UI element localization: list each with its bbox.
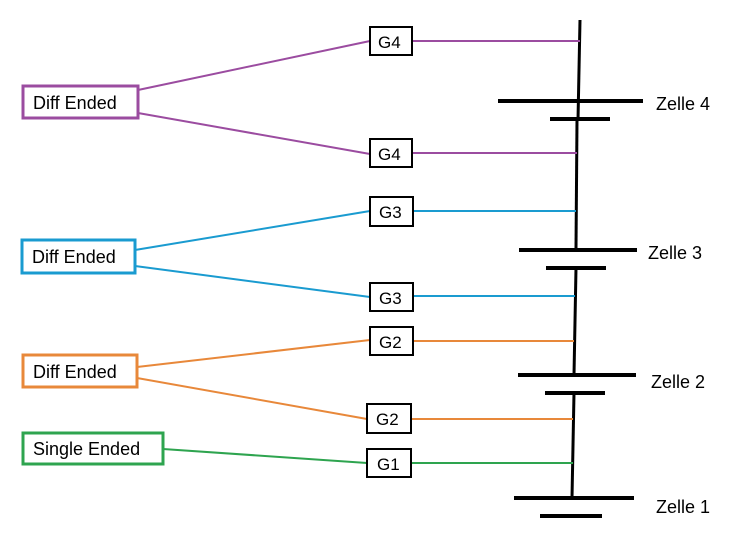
diff-ended-label-purple: Diff Ended [33, 93, 117, 113]
group-purple: Diff Ended G4 G4 [21, 26, 580, 168]
connector-g4-lower-box [369, 138, 413, 168]
wire-purple-lower-left [137, 112, 371, 155]
cell-label-1: Zelle 1 [656, 497, 710, 517]
wire-green-left [162, 448, 368, 464]
connector-g3-upper-label: G3 [379, 203, 402, 222]
connector-g1-box [366, 448, 412, 478]
stack-line-top [576, 19, 582, 121]
battery-stack [498, 19, 643, 518]
group-green: Single Ended G1 [21, 431, 573, 478]
connector-g2-lower-label: G2 [376, 410, 399, 429]
wire-blue-upper-left [134, 210, 371, 251]
diff-ended-box-blue [20, 238, 137, 275]
diff-ended-label-orange: Diff Ended [33, 362, 117, 382]
diff-ended-label-blue: Diff Ended [32, 247, 116, 267]
diff-ended-box-purple [21, 84, 140, 120]
single-ended-label-green: Single Ended [33, 439, 140, 459]
wire-orange-upper-left [136, 339, 371, 368]
connector-g3-lower-box [369, 282, 414, 312]
connector-g4-upper-label: G4 [378, 33, 401, 52]
diff-ended-box-orange [21, 353, 139, 389]
cell-label-3: Zelle 3 [648, 243, 702, 263]
wire-purple-upper-left [137, 40, 371, 91]
cell-label-2: Zelle 2 [651, 372, 705, 392]
group-orange: Diff Ended G2 G2 [21, 326, 574, 434]
connector-g4-lower-label: G4 [378, 145, 401, 164]
cell-label-4: Zelle 4 [656, 94, 710, 114]
stack-line-2-1 [570, 392, 576, 499]
stack-line-4-3 [574, 119, 579, 249]
single-ended-box-green [21, 431, 165, 466]
connector-g1-label: G1 [377, 455, 400, 474]
wire-blue-lower-left [134, 265, 371, 298]
connector-g3-upper-box [369, 196, 414, 227]
group-blue: Diff Ended G3 G3 [20, 196, 576, 312]
connector-g2-upper-box [369, 326, 414, 356]
stack-line-3-2 [572, 267, 578, 376]
connector-g3-lower-label: G3 [379, 289, 402, 308]
connector-g4-upper-box [369, 26, 413, 56]
wire-orange-lower-left [136, 377, 368, 420]
connector-g2-lower-box [366, 403, 412, 434]
connector-g2-upper-label: G2 [379, 333, 402, 352]
